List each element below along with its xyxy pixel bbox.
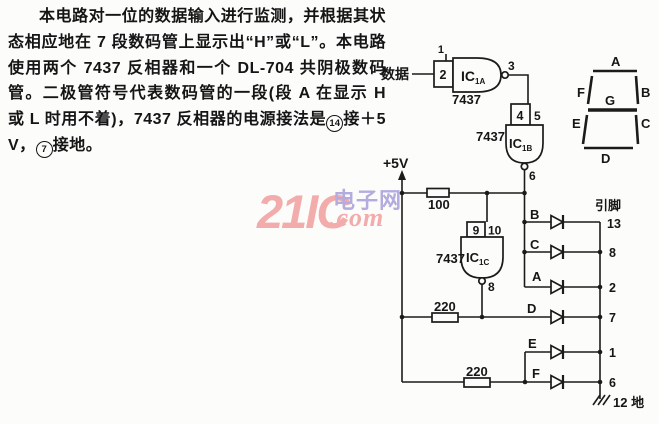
display-segment-d-label: D <box>601 151 610 166</box>
resistor-100-branch: 100 <box>402 187 525 222</box>
resistor-220-ef <box>463 377 491 388</box>
pin-6-display-label: 6 <box>609 376 616 390</box>
diode-e <box>550 344 565 360</box>
pin-13-label: 13 <box>607 217 621 231</box>
display-segment-b <box>634 75 640 105</box>
pin-2-display-label: 2 <box>609 281 616 295</box>
display-segment-c <box>634 114 640 145</box>
gate-ic1a-label: IC1A <box>461 68 485 86</box>
vcc-arrow <box>398 170 406 180</box>
resistor-220-ef-branch: 220 <box>402 351 600 388</box>
resistor-220-ef-label: 220 <box>466 364 488 379</box>
gate-ic1c-label: IC1C <box>466 250 489 267</box>
display-segment-e-label: E <box>572 116 581 131</box>
display-segment-f-label: F <box>577 85 585 100</box>
display-segment-e <box>581 114 589 145</box>
display-segment-b-label: B <box>641 85 650 100</box>
display-pin-rail: 引脚 13 8 2 7 1 6 12 地 <box>592 198 644 410</box>
diode-d <box>550 309 565 325</box>
pins-header-label: 引脚 <box>595 198 621 213</box>
ground-symbol <box>592 394 611 406</box>
intro-paragraph: 本电路对一位的数据输入进行监测，并根据其状态相应地在 7 段数码管上显示出“H”… <box>8 4 386 159</box>
pin-7-display-label: 7 <box>609 311 616 325</box>
gate-ic1a: 1 2 IC1A 7437 3 <box>412 44 515 107</box>
seven-segment-display: A F B G E C D <box>572 54 651 166</box>
display-segment-f <box>586 75 594 105</box>
pin-6-label: 6 <box>529 169 536 183</box>
pin-9-label: 9 <box>473 224 480 238</box>
diode-c <box>550 244 565 260</box>
pin-10-label: 10 <box>488 224 502 238</box>
segment-label-a: A <box>532 269 542 284</box>
pin-1-label: 1 <box>438 44 444 56</box>
gate-ic1a-part: 7437 <box>452 92 481 107</box>
gate-ic1c-bubble <box>477 276 487 286</box>
wire-g1-to-g2 <box>508 74 529 104</box>
pin-3-label: 3 <box>508 59 515 73</box>
display-segment-g-label: G <box>605 93 615 108</box>
paragraph-seg1: 本电路对一位的数据输入进行监测，并根据其状态相应地在 7 段数码管上显示出“H”… <box>8 8 386 129</box>
diode-b <box>550 214 565 230</box>
ground-label: 12 地 <box>613 395 644 410</box>
resistor-220-d-label: 220 <box>434 299 456 314</box>
segment-label-f: F <box>532 366 540 381</box>
pin-8-label: 8 <box>488 280 495 294</box>
gate-ic1c: 9 10 IC1C 7437 8 <box>436 221 504 317</box>
vcc-label: +5V <box>383 155 409 171</box>
svg-text:数据: 数据 <box>381 66 409 82</box>
paragraph-seg2: 接＋5 V， <box>8 111 386 154</box>
pin-4-label: 4 <box>517 109 524 123</box>
gate-ic1c-part: 7437 <box>436 251 465 266</box>
paragraph-seg3: 接地。 <box>52 136 103 154</box>
gate-ic1b-label: IC1B <box>509 136 532 153</box>
circled-pin-14: 14 <box>326 115 344 133</box>
resistor-100-label: 100 <box>428 197 450 212</box>
vcc-rail: +5V <box>383 155 409 382</box>
resistor-100 <box>426 187 450 198</box>
segment-label-d: D <box>527 301 536 316</box>
gate-ic1b: 4 5 IC1B 7437 6 <box>476 103 544 183</box>
segment-label-e: E <box>528 336 537 351</box>
pin-5-label: 5 <box>534 109 541 123</box>
diode-a <box>550 279 565 295</box>
resistor-220-d <box>431 312 459 323</box>
circled-pin-7: 7 <box>35 140 53 158</box>
gate-ic1b-bubble <box>520 162 529 171</box>
segment-label-b: B <box>530 207 539 222</box>
display-segment-a-label: A <box>611 54 621 69</box>
pin-2-label: 2 <box>440 68 447 82</box>
segment-label-c: C <box>530 237 540 252</box>
display-segment-c-label: C <box>641 116 651 131</box>
pin-1-display-label: 1 <box>609 346 616 360</box>
diode-f <box>550 374 565 390</box>
gate-ic1b-part: 7437 <box>476 129 505 144</box>
resistor-220-d-branch: 220 <box>402 299 600 323</box>
data-input-label: 数据 <box>381 66 409 82</box>
pin-8-display-label: 8 <box>609 246 616 260</box>
